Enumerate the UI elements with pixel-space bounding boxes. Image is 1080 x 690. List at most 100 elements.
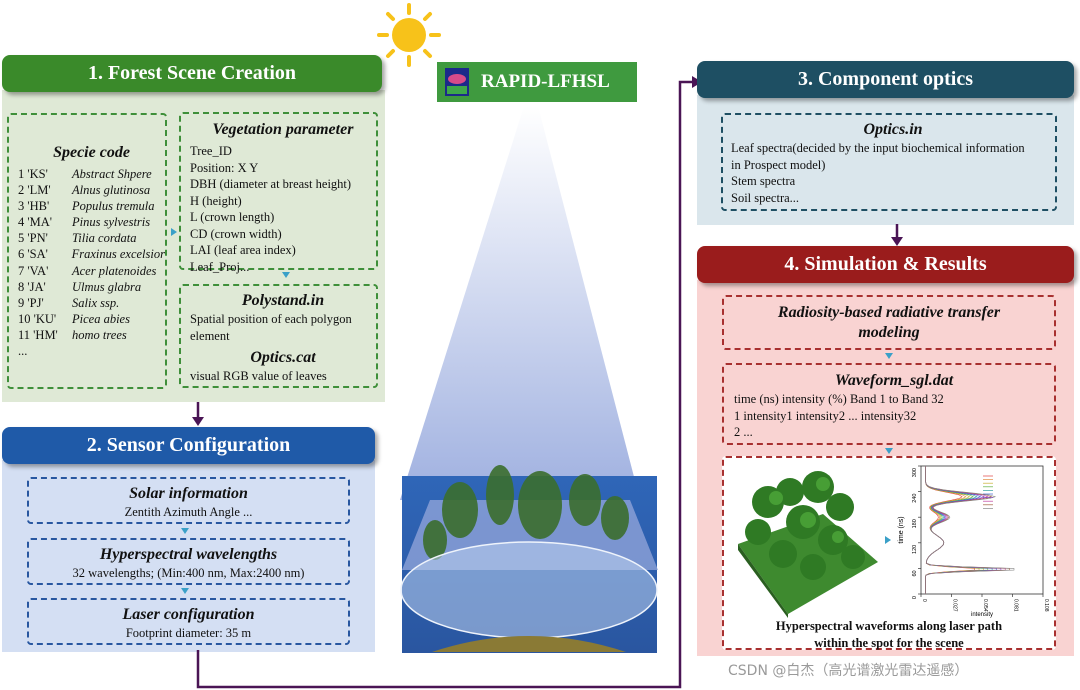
specie-row: 10 'KU' Picea abies: [18, 311, 165, 327]
specie-name: Picea abies: [72, 311, 130, 326]
chart-x-label: intensity: [971, 612, 993, 618]
forest-scene-header: 1. Forest Scene Creation: [2, 55, 382, 92]
specie-code: 6 'SA': [18, 247, 48, 262]
specie-name: Ulmus glabra: [72, 279, 142, 294]
specie-code: 4 'MA': [18, 215, 53, 230]
optics-in-text: Leaf spectra(decided by the input bioche…: [731, 140, 1055, 206]
polystand-text: Spatial position of each polygon element: [190, 311, 376, 344]
optics-cat-title: Optics.cat: [250, 349, 316, 366]
solar-information-title: Solar information: [129, 485, 248, 502]
specie-row: 8 'JA' Ulmus glabra: [18, 279, 165, 295]
watermark: CSDN @白杰（高光谱激光雷达遥感）: [728, 663, 969, 679]
vegetation-parameter-list: Tree_ID Position: X Y DBH (diameter at bre…: [190, 143, 376, 275]
polystand-text-line: Spatial position of each polygon: [190, 312, 352, 326]
polystand-box: Polystand.in Spatial position of each po…: [179, 284, 378, 388]
specie-name: Fraxinus excelsior: [71, 247, 165, 262]
arrow-optics-to-simulation: [891, 224, 903, 246]
arrow-down-icon: [181, 588, 189, 594]
laser-cone: [400, 106, 658, 653]
vegetation-parameter-item: Tree_ID: [190, 144, 232, 158]
laser-configuration-text: Footprint diameter: 35 m: [125, 626, 252, 640]
chart-y-tick-label: 300: [912, 468, 918, 477]
chart-plot-area: [920, 465, 1044, 595]
specie-row: 1 'KS' Abstract Shpere: [18, 166, 165, 182]
hyperspectral-wavelengths-text: 32 wavelengths; (Min:400 nm, Max:2400 nm…: [72, 566, 305, 580]
optics-in-text-line: in Prospect model): [731, 157, 826, 172]
specie-row: 11 'HM'homo trees: [18, 327, 165, 343]
radiosity-modeling-title: Radiosity-based radiative transfer modeli…: [724, 303, 1054, 343]
vegetation-parameter-item: H (height): [190, 193, 242, 208]
chart-y-tick-label: 0: [912, 596, 918, 599]
arrow-down-icon: [885, 353, 893, 359]
waveform-text-line: time (ns) intensity (%) Band 1 to Band 3…: [734, 392, 944, 406]
optics-in-box: Optics.in Leaf spectra(decided by the in…: [721, 113, 1057, 211]
specie-code: 1 'KS': [18, 167, 48, 181]
chart-x-tick-label: 0: [921, 599, 927, 602]
specie-code: 5 'PN': [18, 231, 48, 246]
hyperspectral-wavelengths-title: Hyperspectral wavelengths: [99, 546, 278, 563]
vegetation-parameter-item: DBH (diameter at breast height): [190, 177, 352, 191]
arrow-sensor-to-optics: [196, 76, 702, 689]
laser-configuration-box: Laser configuration Footprint diameter: …: [27, 598, 350, 645]
arrow-scene-to-sensor: [192, 402, 204, 426]
waveform-file-box: Waveform_sgl.dat time (ns) intensity (%)…: [722, 363, 1056, 445]
specie-row: 5 'PN' Tilia cordata: [18, 230, 165, 246]
radiosity-title-line: modeling: [858, 324, 920, 341]
specie-row: 9 'PJ'Salix ssp.: [18, 295, 165, 311]
chart-series-line: [925, 466, 1015, 594]
specie-code: 7 'VA': [18, 263, 49, 278]
chart-y-tick-label: 240: [912, 494, 918, 503]
specie-name: Tilia cordata: [72, 231, 137, 246]
laser-configuration-title: Laser configuration: [122, 606, 255, 623]
vegetation-parameter-item: Position: X Y: [190, 160, 259, 175]
rapid-logo-icon: [445, 68, 469, 96]
vegetation-parameter-item: LAI (leaf area index): [190, 243, 296, 257]
component-optics-panel: [697, 95, 1074, 225]
specie-code: 10 'KU': [18, 311, 57, 326]
vegetation-parameter-item: L (crown length): [190, 210, 275, 224]
simulation-results-header: 4. Simulation & Results: [697, 246, 1074, 283]
specie-row: ...: [18, 343, 165, 359]
specie-row: 3 'HB'Populus tremula: [18, 198, 165, 214]
vegetation-parameter-item: CD (crown width): [190, 226, 282, 241]
chart-y-label: time (ns): [898, 516, 905, 543]
specie-row: 4 'MA' Pinus sylvestris: [18, 214, 165, 230]
sensor-configuration-header: 2. Sensor Configuration: [2, 427, 375, 464]
app-logo: RAPID-LFHSL: [437, 62, 637, 102]
solar-information-text: Zentith Azimuth Angle ...: [124, 505, 253, 519]
chart-y-tick-label: 120: [912, 545, 918, 554]
specie-row: 6 'SA' Fraxinus excelsior: [18, 246, 165, 262]
radiosity-modeling-box: Radiosity-based radiative transfer modeli…: [722, 295, 1056, 350]
polystand-text-line: element: [190, 328, 230, 343]
arrow-down-icon: [885, 448, 893, 454]
arrow-right-icon: [885, 536, 891, 544]
optics-cat-text-line: visual RGB value of leaves: [190, 369, 327, 383]
optics-cat-text: visual RGB value of leaves: [190, 368, 376, 385]
specie-name: Pinus sylvestris: [72, 215, 151, 230]
specie-code: 8 'JA': [18, 279, 46, 294]
specie-code: 11 'HM': [18, 327, 58, 342]
vegetation-parameter-box: Vegetation parameter Tree_ID Position: X …: [179, 112, 378, 274]
caption-line: within the spot for the scene: [814, 635, 964, 650]
specie-row: 7 'VA' Acer platenoides: [18, 263, 165, 279]
vegetation-parameter-item: Leaf_Proj...: [190, 259, 250, 274]
caption-line: Hyperspectral waveforms along laser path: [775, 619, 1003, 633]
sun-icon: [376, 2, 442, 68]
solar-information-box: Solar information Zentith Azimuth Angle …: [27, 477, 350, 524]
specie-name: Acer platenoides: [72, 263, 157, 278]
specie-name: Salix ssp.: [72, 295, 120, 310]
optics-in-text-line: Stem spectra: [731, 174, 796, 188]
forest-scene-3d-image: [738, 471, 878, 618]
vegetation-parameter-title: Vegetation parameter: [212, 121, 354, 138]
specie-name: Alnus glutinosa: [72, 183, 151, 198]
radiosity-title-line: Radiosity-based radiative transfer: [777, 304, 1001, 321]
specie-name: Abstract Shpere: [72, 167, 152, 181]
arrow-down-icon: [282, 272, 290, 278]
chart-x-tick-label: 0.081: [1013, 599, 1019, 612]
specie-code: 3 'HB': [18, 199, 50, 214]
app-title: RAPID-LFHSL: [481, 71, 610, 92]
chart-y-tick-label: 180: [912, 519, 918, 528]
specie-code: ...: [18, 344, 28, 359]
optics-in-title: Optics.in: [863, 121, 923, 138]
